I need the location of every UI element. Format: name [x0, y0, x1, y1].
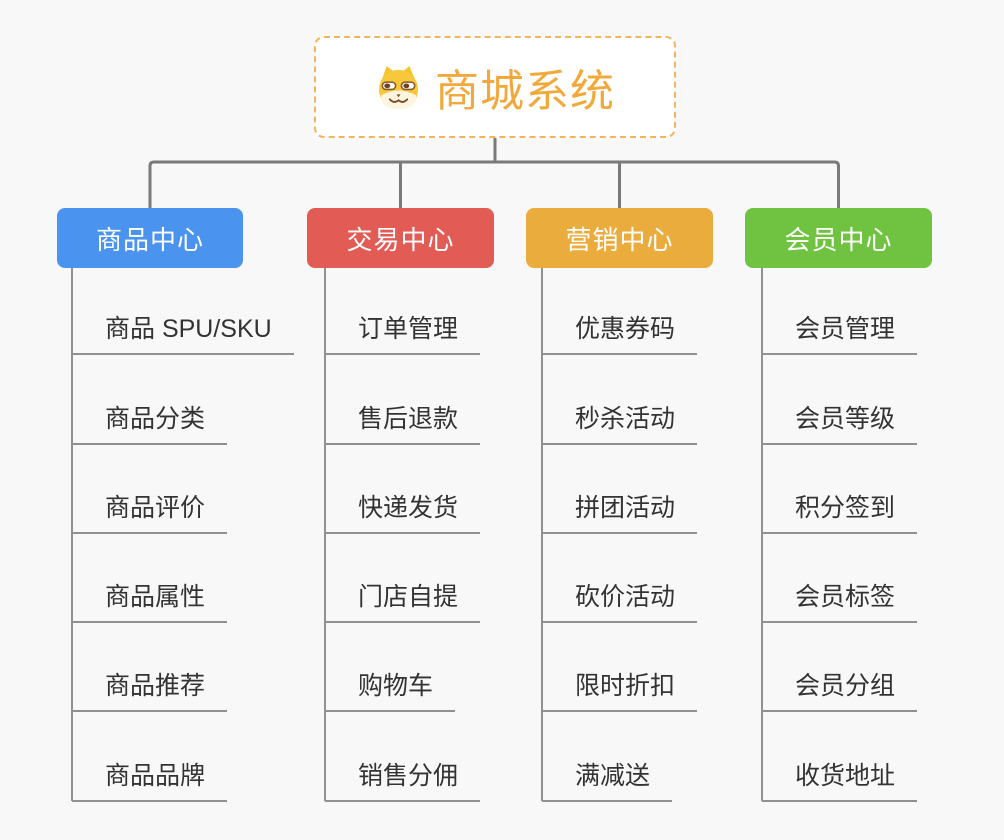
child-topic[interactable]: 拼团活动: [542, 445, 698, 534]
child-topic[interactable]: 会员管理: [762, 266, 918, 356]
branch-node-product[interactable]: 商品中心: [57, 208, 243, 268]
child-topic[interactable]: 会员分组: [762, 623, 918, 713]
child-topic[interactable]: 门店自提: [325, 534, 481, 624]
child-topic[interactable]: 优惠券码: [542, 266, 698, 356]
child-topic[interactable]: 订单管理: [325, 266, 481, 356]
branch-node-trade[interactable]: 交易中心: [307, 208, 494, 268]
child-topic[interactable]: 积分签到: [762, 445, 918, 534]
child-topic[interactable]: 商品评价: [72, 445, 228, 534]
child-topic[interactable]: 商品推荐: [72, 623, 228, 713]
branch-children-product: 商品 SPU/SKU 商品分类 商品评价 商品属性 商品推荐 商品品牌: [72, 266, 294, 802]
child-topic[interactable]: 商品品牌: [72, 712, 228, 802]
root-title: 商城系统: [435, 67, 615, 116]
child-topic[interactable]: 购物车: [325, 623, 456, 713]
branch-children-marketing: 优惠券码 秒杀活动 拼团活动 砍价活动 限时折扣 满减送: [542, 266, 698, 802]
branch-node-member[interactable]: 会员中心: [745, 208, 932, 268]
branch-children-trade: 订单管理 售后退款 快递发货 门店自提 购物车 销售分佣: [325, 266, 481, 802]
child-topic[interactable]: 限时折扣: [542, 623, 698, 713]
child-topic[interactable]: 商品属性: [72, 534, 228, 624]
branch-children-member: 会员管理 会员等级 积分签到 会员标签 会员分组 收货地址: [762, 266, 918, 802]
child-topic[interactable]: 收货地址: [762, 712, 918, 802]
child-topic[interactable]: 满减送: [542, 712, 673, 802]
child-topic[interactable]: 会员标签: [762, 534, 918, 624]
child-topic[interactable]: 会员等级: [762, 355, 918, 445]
child-topic[interactable]: 秒杀活动: [542, 355, 698, 445]
child-topic[interactable]: 商品分类: [72, 355, 228, 445]
branch-node-marketing[interactable]: 营销中心: [526, 208, 713, 268]
child-topic[interactable]: 商品 SPU/SKU: [72, 266, 294, 356]
root-node[interactable]: 商城系统: [314, 36, 676, 138]
child-topic[interactable]: 砍价活动: [542, 534, 698, 624]
child-topic[interactable]: 销售分佣: [325, 712, 481, 802]
child-topic[interactable]: 快递发货: [325, 445, 481, 534]
doge-face-icon: [378, 65, 419, 109]
child-topic[interactable]: 售后退款: [325, 355, 481, 445]
